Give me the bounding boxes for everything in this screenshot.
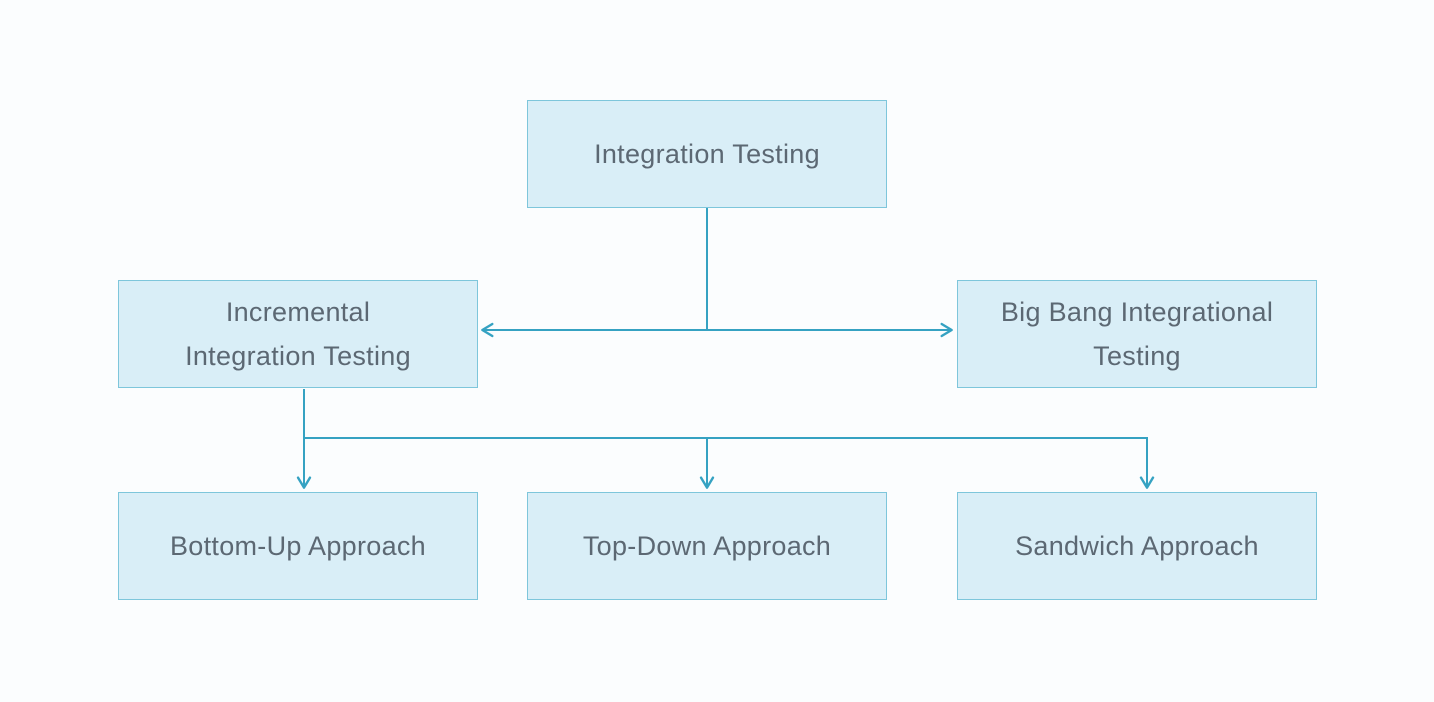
node-bottom-up-approach: Bottom-Up Approach: [118, 492, 478, 600]
node-integration-testing: Integration Testing: [527, 100, 887, 208]
node-label: Integration Testing: [594, 139, 820, 169]
node-label: Top-Down Approach: [582, 531, 832, 561]
node-big-bang-integrational-testing: Big Bang Integrational Testing: [957, 280, 1317, 388]
node-top-down-approach: Top-Down Approach: [527, 492, 887, 600]
node-label: Integration Testing: [185, 341, 411, 371]
node-label: Incremental: [225, 297, 371, 327]
node-label: Bottom-Up Approach: [169, 531, 427, 561]
node-label: Big Bang Integrational: [1000, 297, 1274, 327]
node-label: Sandwich Approach: [1015, 531, 1259, 561]
node-label: Testing: [1093, 341, 1181, 371]
node-incremental-integration-testing: Incremental Integration Testing: [118, 280, 478, 388]
node-sandwich-approach: Sandwich Approach: [957, 492, 1317, 600]
